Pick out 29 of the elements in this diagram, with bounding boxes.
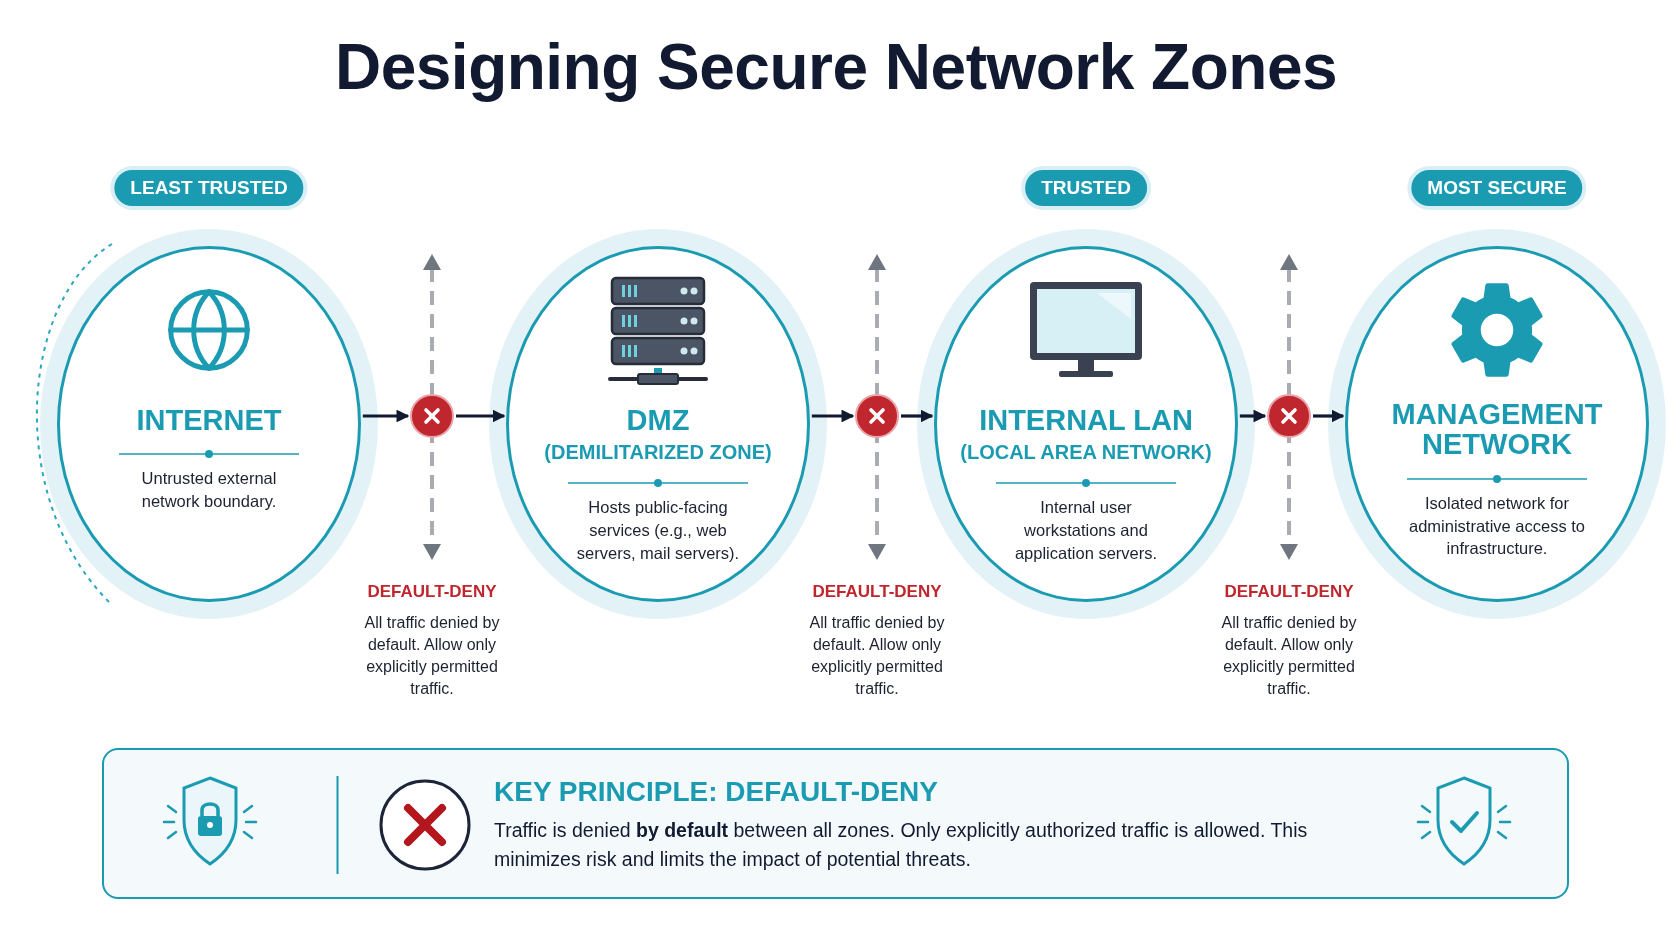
zone-description: Internal user workstations and application servers. — [1013, 497, 1159, 564]
zone-title: MANAGEMENT NETWORK — [1390, 399, 1604, 460]
rule-description: All traffic denied by default. Allow only explicitly permitted traffic. — [808, 613, 946, 700]
zone-description: Untrusted external network boundary. — [140, 468, 278, 513]
zone-title: INTERNAL LAN — [979, 405, 1193, 436]
arrow — [1239, 409, 1267, 423]
arrow — [1313, 409, 1345, 423]
rule-heading: DEFAULT-DENY — [366, 582, 498, 602]
rule-description: All traffic denied by default. Allow only explicitly permitted traffic. — [1220, 613, 1358, 700]
zone-subtitle: (LOCAL AREA NETWORK) — [960, 441, 1212, 465]
panel-heading: KEY PRINCIPLE: DEFAULT-DENY — [494, 776, 938, 808]
blocked-icon — [855, 394, 899, 438]
zone-title: DMZ — [626, 405, 690, 436]
key-principle-panel — [102, 748, 1569, 899]
rule-heading: DEFAULT-DENY — [811, 582, 943, 602]
arrow — [456, 409, 506, 423]
zone-subtitle: (DEMILITARIZED ZONE) — [544, 441, 772, 465]
zone-description: Isolated network for administrative access to infrastructure. — [1407, 492, 1587, 560]
zone-title: INTERNET — [136, 405, 282, 436]
zone-description: Hosts public-facing services (e.g., web servers, mail servers). — [575, 497, 741, 564]
blocked-icon — [410, 394, 454, 438]
rule-description: All traffic denied by default. Allow only explicitly permitted traffic. — [363, 613, 501, 700]
blocked-icon — [1267, 394, 1311, 438]
diagram-title: Designing Secure Network Zones — [333, 30, 1339, 104]
arrow — [901, 409, 934, 423]
panel-text: Traffic is denied by default between all zones. Only explicitly authorized traffic is allowed. This minimizes risk and limits the impact of potential threats. — [494, 818, 1309, 873]
rule-heading: DEFAULT-DENY — [1223, 582, 1355, 602]
arrow — [811, 409, 855, 423]
arrow — [362, 409, 410, 423]
